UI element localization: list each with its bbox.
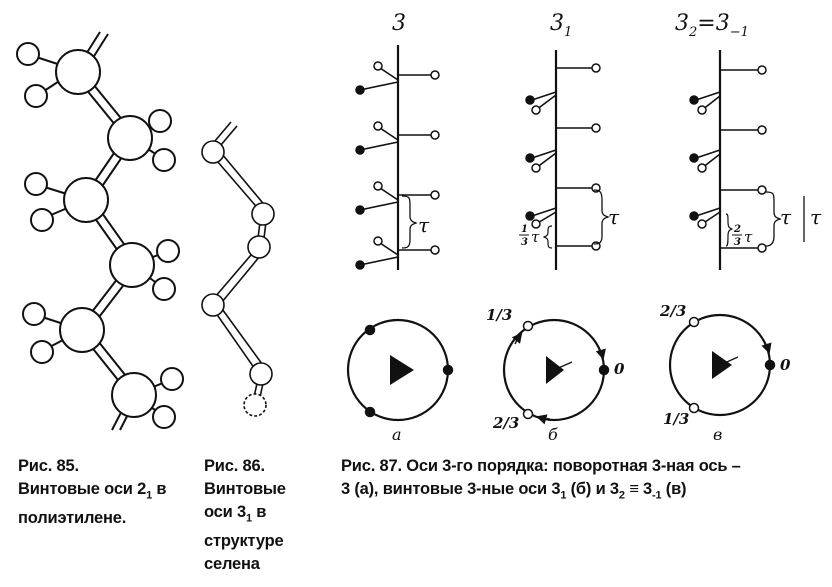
fig86-line4: селена bbox=[204, 555, 260, 574]
hydrogen-atoms bbox=[16, 42, 184, 429]
tau-label-v: τ bbox=[780, 205, 792, 229]
tau-label-v-second: τ bbox=[810, 205, 822, 229]
fig87-axes-illustration: 3 31 32=3−1 τ bbox=[346, 11, 822, 444]
carbon-atoms bbox=[55, 49, 157, 418]
selenium-atoms bbox=[201, 140, 275, 417]
fig85-label: Рис. 85. bbox=[18, 457, 79, 475]
fig87-headings: 3 31 32=3−1 bbox=[392, 11, 749, 40]
fig86-selenium-illustration bbox=[201, 121, 275, 417]
tau-label-a: τ bbox=[418, 213, 430, 237]
heading-3-2-equals-3-minus-1: 32=3−1 bbox=[675, 11, 749, 40]
tau-label-b: τ bbox=[608, 205, 620, 229]
fig85-polyethylene-illustration bbox=[16, 31, 184, 431]
fig86-line2: оси 31 в bbox=[204, 503, 267, 525]
circle-v bbox=[668, 313, 776, 417]
fig86-caption: Рис. 86. Винтовые оси 31 в структуре сел… bbox=[204, 455, 314, 576]
one-third-label-v: 1/3 bbox=[663, 410, 689, 428]
fig85-line2: полиэтилене. bbox=[18, 509, 127, 528]
two-third-label-b: 2/3 bbox=[492, 414, 519, 432]
fig86-line3: структуре bbox=[204, 532, 284, 551]
fig85-line1: Винтовые оси 21 в bbox=[18, 480, 167, 502]
fig86-line1: Винтовые bbox=[204, 480, 286, 498]
fig85-caption: Рис. 85. Винтовые оси 21 в полиэтилене. bbox=[18, 455, 198, 530]
two-third-label-v: 2/3 bbox=[659, 302, 686, 320]
axis-3-panel bbox=[355, 45, 440, 270]
label-a: а bbox=[392, 425, 402, 444]
fig87-caption: Рис. 87. Оси 3-го порядка: поворотная 3-… bbox=[341, 455, 829, 507]
two-third-tau-label: 2 3 τ bbox=[732, 224, 753, 248]
axis-3-2-panel bbox=[689, 50, 805, 270]
circle-b bbox=[502, 318, 610, 425]
label-v: в bbox=[713, 425, 722, 444]
fig87-line1: Рис. 87. Оси 3-го порядка: поворотная 3-… bbox=[341, 457, 741, 475]
svg-text:2: 2 bbox=[733, 224, 741, 235]
fig87-line2: 3 (а), винтовые 3-ные оси 31 (б) и 32 ≡ … bbox=[341, 480, 687, 502]
svg-text:3: 3 bbox=[521, 237, 528, 248]
zero-label-b: 0 bbox=[614, 360, 625, 378]
hydrogen-bonds bbox=[29, 54, 171, 416]
circle-a bbox=[346, 318, 454, 422]
one-third-tau-label: 1 3 τ bbox=[519, 224, 540, 248]
heading-3: 3 bbox=[392, 11, 406, 36]
svg-text:τ: τ bbox=[531, 228, 540, 246]
heading-3-1: 31 bbox=[550, 11, 572, 40]
one-third-label-b: 1/3 bbox=[486, 306, 512, 324]
svg-text:3: 3 bbox=[734, 237, 741, 248]
axis-3-1-panel bbox=[525, 50, 610, 270]
label-b: б bbox=[548, 425, 558, 444]
selenium-bonds bbox=[208, 121, 268, 403]
zero-label-v: 0 bbox=[780, 356, 791, 374]
svg-text:1: 1 bbox=[521, 224, 528, 235]
fig86-label: Рис. 86. bbox=[204, 457, 265, 475]
svg-text:τ: τ bbox=[744, 228, 753, 246]
